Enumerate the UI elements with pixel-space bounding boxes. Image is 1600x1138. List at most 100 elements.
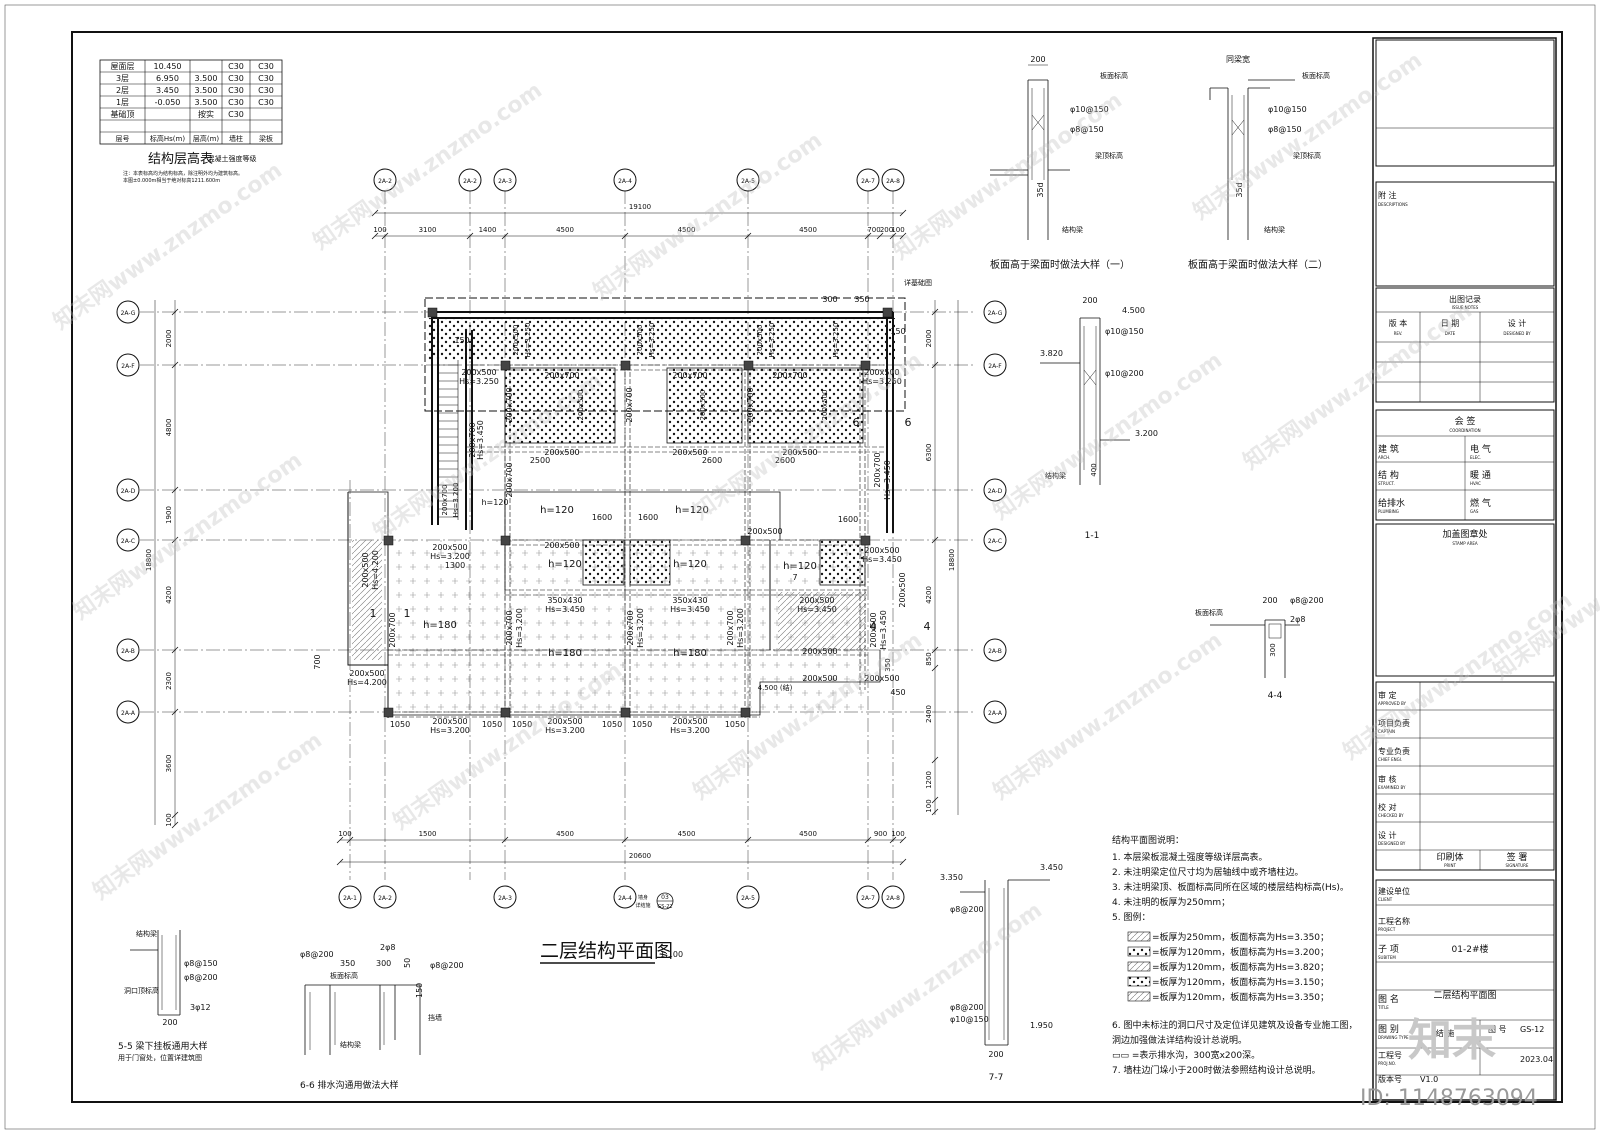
tb-ver: 版本号 xyxy=(1378,1074,1402,1084)
d44-title: 4-4 xyxy=(1268,691,1283,701)
dim-right: 850 xyxy=(925,652,933,665)
level-cell: 按实 xyxy=(198,109,214,119)
plan-label-d350: 350 xyxy=(854,295,869,304)
plan-label-d2500: 2500 xyxy=(530,456,550,465)
tb-arch: 建 筑 xyxy=(1378,443,1399,455)
plan-label-sec6: 6 xyxy=(853,416,860,429)
level-cell: 10.450 xyxy=(154,62,182,71)
axis-label-side: 2A-G xyxy=(121,310,136,317)
tb-proj_no: 工程号 xyxy=(1378,1051,1402,1060)
d11-e1: 4.500 xyxy=(1122,306,1145,315)
tb-ver_val: V1.0 xyxy=(1420,1075,1438,1084)
tb-remarks: 附 注 xyxy=(1378,190,1397,200)
plan-label-beam_1: 200x700 xyxy=(873,452,882,487)
d66-d4: 150 xyxy=(415,983,424,998)
tb-print_en: PRINT xyxy=(1444,863,1456,868)
plan-label-hs_3250: Hs=3.250 xyxy=(524,323,532,358)
plan-label-hs_3200: Hs=3.200 xyxy=(736,608,745,648)
column xyxy=(620,360,631,371)
axis-bubble xyxy=(116,353,140,377)
plan-label-h120: h=120 xyxy=(783,561,817,572)
watermark-text: 知末网www.znzmo.com xyxy=(89,727,327,905)
plan-label-beam_2: 200x500 xyxy=(802,647,837,656)
plan-label-beam_1: 200x700 xyxy=(505,387,514,422)
level-header: 墙柱 xyxy=(229,134,243,143)
tb-stamp: 加盖图章处 xyxy=(1442,528,1487,540)
watermark-text: 知末网www.znzmo.com xyxy=(809,897,1047,1075)
detail-7-7 xyxy=(960,879,1050,1046)
tb-project: 工程名称 xyxy=(1378,916,1410,926)
tb-elec: 电 气 xyxy=(1470,443,1491,455)
axis-label-bottom: 2A-5 xyxy=(741,895,755,902)
tb-examined: 审 核 xyxy=(1378,774,1397,784)
tb-client_en: CLIENT xyxy=(1378,897,1393,902)
tb-chief: 专业负责 xyxy=(1378,746,1410,756)
axis-label-side: 2A-B xyxy=(121,648,135,655)
dim-top: 100 xyxy=(891,226,904,234)
axis-bubble xyxy=(116,638,140,662)
axis-label-bottom: 2A-3 xyxy=(498,895,512,902)
tb-proj_no_en: PROJ.NO. xyxy=(1378,1061,1396,1066)
dim-top: 200 xyxy=(880,226,893,234)
plan-label-hs_3200: Hs=3.200 xyxy=(636,608,645,648)
tb-elec_en: ELEC. xyxy=(1470,455,1481,460)
d66-slab: 板面标高 xyxy=(330,971,358,980)
tb-captain_en: CAPTAIN xyxy=(1378,729,1395,734)
axis-bubble xyxy=(983,528,1007,552)
column xyxy=(740,535,751,546)
tb-project_en: PROJECT xyxy=(1378,927,1396,932)
d44-r2: 2φ8 xyxy=(1290,615,1305,624)
tb-hvac_en: HVAC xyxy=(1470,481,1481,486)
plan-label-beam_1: 200x700 xyxy=(441,485,449,516)
watermark-text: 知末网www.znzmo.com xyxy=(1489,507,1600,685)
tb-coord_en: COORDINATION xyxy=(1449,428,1480,433)
tb-sub_val: 01-2#楼 xyxy=(1452,943,1489,955)
dim-right: 100 xyxy=(925,799,933,812)
dim-top: 4500 xyxy=(678,226,696,234)
level-cell: 屋面层 xyxy=(111,62,135,71)
level-cell: 3.500 xyxy=(195,86,218,95)
axis-label-top: 2A-7 xyxy=(861,178,875,185)
axis-bubble xyxy=(116,528,140,552)
note-item: 1. 本层梁板混凝土强度等级详层高表。 xyxy=(1112,851,1267,863)
plan-label-beam_2: 200x500 xyxy=(361,552,370,587)
axis-bubble xyxy=(613,885,637,909)
detail-2 xyxy=(1209,79,1295,240)
plan-label-hs_3200: Hs=3.200 xyxy=(545,726,585,735)
thick-wall-right xyxy=(886,312,894,533)
column xyxy=(427,307,438,318)
plan-label-beam_2: 200x500 xyxy=(547,717,582,726)
dim-top: 4500 xyxy=(799,226,817,234)
tb-dwg_no_val: GS-12 xyxy=(1520,1025,1544,1034)
tb-date_val: 2023.04 xyxy=(1520,1055,1553,1064)
tb-plumb: 给排水 xyxy=(1378,497,1405,509)
axis-bubble xyxy=(493,168,517,192)
plan-label-d450: 450 xyxy=(890,688,905,697)
plan-label-beam_1: 200x700 xyxy=(468,422,477,457)
tb-designed: 设 计 xyxy=(1508,318,1527,328)
index-mark-sheet: GS-22 xyxy=(657,904,672,910)
plan-label-d1050: 1050 xyxy=(725,720,745,729)
tb-dwg_type_en: DRAWING TYPE xyxy=(1378,1035,1409,1040)
note-item: 6. 图中未标注的洞口尺寸及定位详见建筑及设备专业施工图， xyxy=(1112,1019,1357,1031)
plan-label-beam_1: 200x700 xyxy=(672,371,707,380)
plan-label-sec1: 1 xyxy=(370,607,377,620)
legend-swatch xyxy=(1127,991,1151,1002)
d55-title: 5-5 梁下挂板通用大样 xyxy=(118,1040,208,1052)
axis-bubble xyxy=(613,168,637,192)
column xyxy=(882,307,893,318)
plan-label-beam_2: 200x500 xyxy=(432,543,467,552)
axis-label-top: 2A-2 xyxy=(378,178,392,185)
plan-label-beam_2: 200x500 xyxy=(782,448,817,457)
slab-edge xyxy=(348,491,881,716)
axis-bubble xyxy=(493,885,517,909)
axis-bubble xyxy=(373,885,397,909)
d11-dim: 200 xyxy=(1082,296,1097,305)
tb-stru: 结 构 xyxy=(1378,469,1399,481)
dim-right-total: 18800 xyxy=(948,549,956,571)
d55-r1: φ8@150 xyxy=(184,959,218,968)
plan-label-d1050: 1050 xyxy=(632,720,652,729)
detail2-slab: 板面标高 xyxy=(1302,71,1330,80)
d66-d1: 350 xyxy=(340,959,355,968)
